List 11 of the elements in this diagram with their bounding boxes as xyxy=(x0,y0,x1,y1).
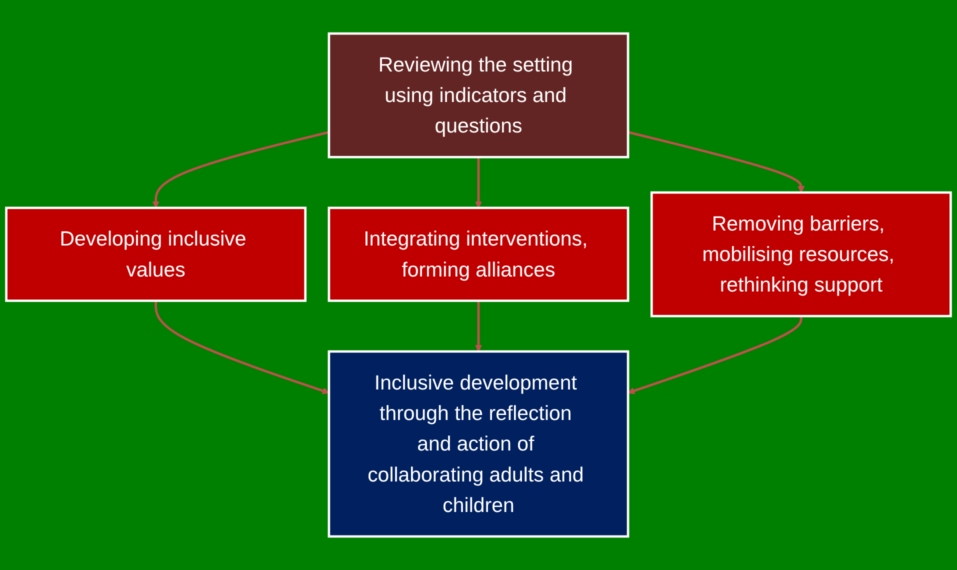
arrow xyxy=(154,300,330,394)
arrow xyxy=(475,300,482,352)
arrow xyxy=(628,316,802,394)
arrow xyxy=(628,131,805,193)
node-box: Reviewing the setting using indicators and questions xyxy=(328,32,630,158)
node-box: Developing inclusive values xyxy=(5,206,307,302)
arrow xyxy=(152,131,330,208)
node-box: Removing barriers, mobilising resources, rethinking support xyxy=(650,191,952,318)
node-box: Integrating interventions, forming alliances xyxy=(328,206,630,302)
arrow xyxy=(475,157,482,208)
node-box: Inclusive development through the reflection and action of collaborating adults and children xyxy=(328,350,630,538)
